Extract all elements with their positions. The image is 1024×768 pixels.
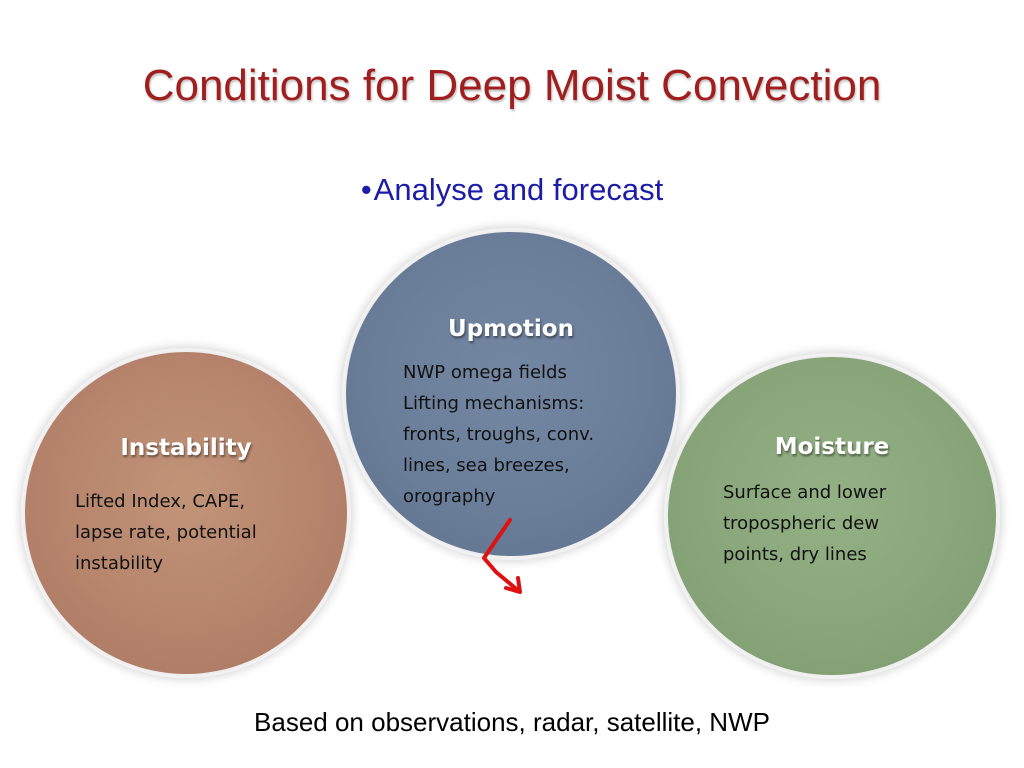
circle-body-instability: Lifted Index, CAPE, lapse rate, potentia… (75, 486, 257, 579)
body-line: NWP omega fields (403, 362, 567, 383)
circle-moisture: Moisture Surface and lower tropospheric … (668, 357, 996, 675)
body-line: Surface and lower (723, 482, 887, 503)
body-line: lapse rate, potential (75, 522, 257, 543)
body-line: points, dry lines (723, 544, 867, 565)
subtitle-text: Analyse and forecast (373, 172, 664, 207)
circle-instability: Instability Lifted Index, CAPE, lapse ra… (25, 352, 347, 674)
slide-title: Conditions for Deep Moist Convection (142, 61, 882, 110)
circle-heading-upmotion: Upmotion (448, 316, 574, 342)
circle-body-upmotion: NWP omega fields Lifting mechanisms: fro… (403, 357, 594, 512)
circle-heading-instability: Instability (120, 435, 252, 461)
red-arrow-icon (482, 518, 522, 594)
body-line: Lifting mechanisms: (403, 393, 585, 414)
body-line: tropospheric dew (723, 513, 880, 534)
body-line: fronts, troughs, conv. (403, 424, 595, 445)
footer-note: Based on observations, radar, satellite,… (254, 707, 770, 737)
circle-body-moisture: Surface and lower tropospheric dew point… (723, 477, 886, 570)
body-line: lines, sea breezes, (403, 455, 570, 476)
body-line: instability (75, 553, 164, 574)
subtitle: •Analyse and forecast (0, 170, 1024, 210)
circle-heading-moisture: Moisture (774, 434, 890, 460)
body-line: Lifted Index, CAPE, (75, 491, 246, 512)
circle-upmotion: Upmotion NWP omega fields Lifting mechan… (346, 232, 676, 556)
body-line: orography (403, 486, 496, 507)
bullet-marker: • (360, 172, 372, 207)
